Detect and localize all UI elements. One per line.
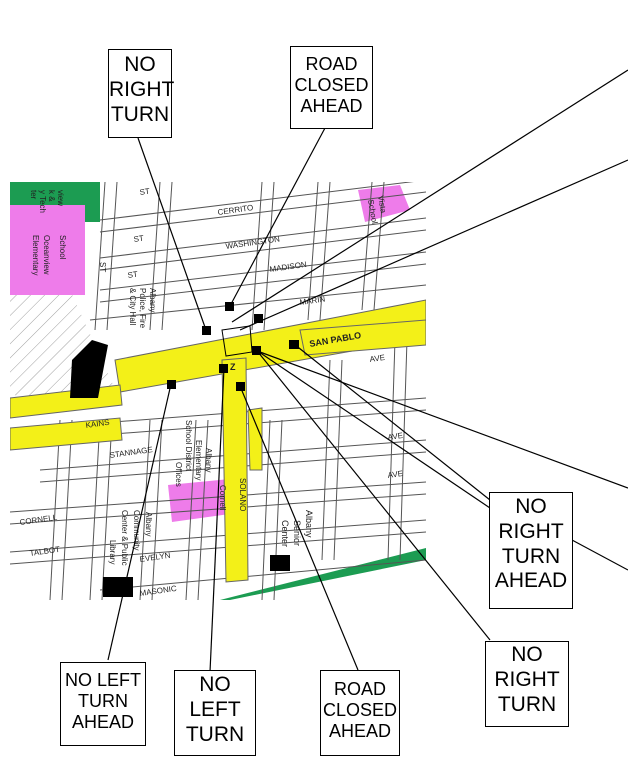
place-police-line1: Albany (148, 288, 157, 312)
sign-no-left-turn-ahead: NO LEFT TURN AHEAD (60, 662, 146, 746)
place-community-line4: Library (108, 540, 117, 564)
street-label-st-1: ST (139, 187, 150, 197)
sign-line: RIGHT (498, 519, 564, 543)
library-building (103, 577, 133, 597)
sign-line: NO (124, 53, 156, 76)
map-area: ST ST ST ST CERRITO WASHINGTON MADISON M… (10, 182, 426, 600)
street-label-z: Z (230, 362, 236, 372)
street-label-evelyn: EVELYN (139, 551, 171, 564)
sign-line: CLOSED (322, 700, 398, 721)
place-oceanview-line1: Oceanview (42, 235, 51, 275)
place-tech-line2: k & (47, 190, 56, 202)
sign-line: AHEAD (328, 721, 391, 742)
oceanview-school-area (10, 205, 85, 295)
place-senior-line1: Albany (304, 510, 314, 538)
sign-marker (225, 302, 234, 311)
san-pablo-road (114, 299, 426, 393)
place-community-line1: Albany (144, 512, 153, 536)
sign-line: TURN (78, 691, 128, 712)
sign-marker (202, 326, 211, 335)
sign-line: TURN (110, 102, 170, 126)
sign-line: NO LEFT (64, 670, 141, 690)
sign-line: RIGHT (494, 667, 560, 691)
sign-line: NO (511, 643, 543, 666)
place-community-line2: Community (132, 510, 141, 550)
place-vista-line2: School (366, 199, 379, 225)
place-community-line3: Center & Public (120, 510, 129, 566)
sign-line: NO (199, 673, 231, 696)
senior-center-building (270, 555, 290, 571)
place-district-line3: School District (184, 420, 193, 472)
street-label-talbot: TALBOT (29, 545, 61, 558)
sign-line: ROAD (305, 54, 358, 74)
sign-no-right-turn-bottom: NO RIGHT TURN (485, 641, 569, 727)
leader-lines (107, 69, 628, 673)
sign-line: ROAD (333, 679, 386, 699)
road-west-2 (10, 417, 123, 451)
place-senior-line2: Senior (292, 520, 302, 546)
sign-line: AHEAD (71, 712, 134, 733)
police-building (70, 340, 108, 398)
sign-line: CLOSED (294, 75, 369, 96)
street-label-marin: MARIN (299, 294, 326, 307)
place-police-line2: Police, Fire (138, 288, 147, 329)
solano-road (221, 357, 249, 583)
park-bottom (220, 548, 426, 600)
place-oceanview-line2: Elementary (31, 235, 40, 275)
solano-median (247, 407, 263, 471)
street-label-solano: SOLANO (238, 478, 247, 511)
place-tech-line4: ter (29, 190, 38, 200)
place-district-line4: Offices (174, 462, 183, 487)
sign-no-left-turn: NO LEFT TURN (174, 670, 256, 756)
sign-line: AHEAD (300, 96, 363, 117)
street-label-st-2: ST (133, 234, 144, 244)
street-label-st-3: ST (127, 270, 138, 280)
sign-no-right-turn-top: NO RIGHT TURN (108, 49, 175, 138)
place-police-line3: & City Hall (128, 288, 137, 326)
sign-road-closed-ahead-bottom: ROAD CLOSED AHEAD (320, 670, 400, 756)
sign-line: RIGHT (109, 77, 175, 101)
street-label-st-4: ST (98, 262, 107, 272)
place-senior-line3: Center (280, 520, 290, 547)
sign-line: TURN (497, 692, 557, 716)
sign-line: NO (515, 495, 547, 518)
sign-line: LEFT (189, 697, 241, 721)
sign-line: TURN (185, 722, 245, 746)
place-district-line1: Albany (204, 448, 213, 472)
place-vista-line1: Vista (376, 195, 388, 214)
street-label-ave-3: AVE (387, 469, 404, 480)
sign-line: TURN (501, 544, 561, 568)
place-cornell: Cornell (218, 485, 227, 511)
street-label-ave-2: AVE (387, 431, 404, 442)
road-east (299, 319, 426, 356)
place-tech-line3: y Tech (38, 190, 47, 213)
street-label-ave-1: AVE (369, 353, 386, 364)
place-oceanview-line3: School (58, 235, 67, 260)
place-district-line2: Elementary (194, 440, 203, 480)
place-tech-line1: view (56, 190, 65, 206)
sign-marker (254, 314, 263, 323)
sign-line: AHEAD (494, 569, 568, 593)
street-label-kains: KAINS (85, 418, 110, 430)
sign-no-right-turn-ahead: NO RIGHT TURN AHEAD (489, 492, 573, 609)
sign-road-closed-ahead-top: ROAD CLOSED AHEAD (290, 46, 373, 129)
